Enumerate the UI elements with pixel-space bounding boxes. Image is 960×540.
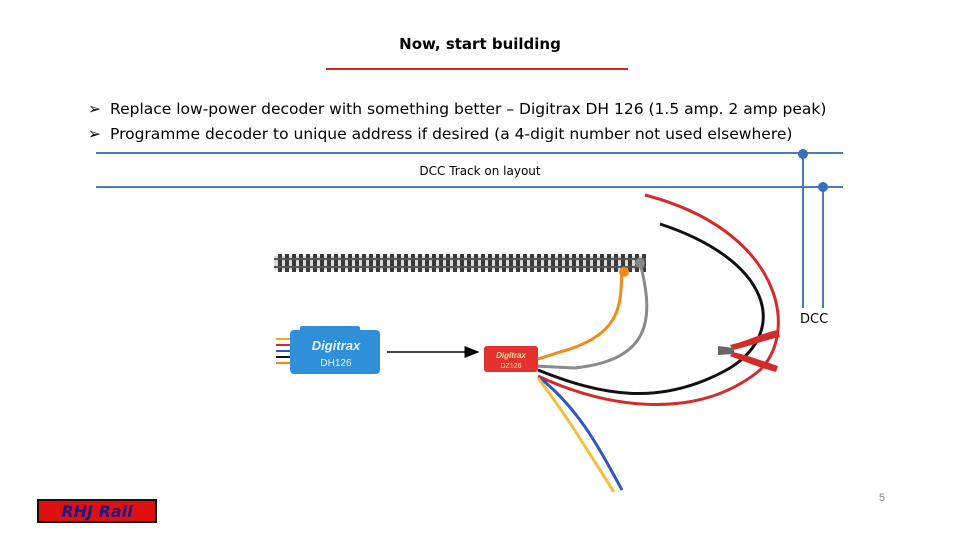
slide-title: Now, start building (399, 35, 561, 53)
arrow-bullet-icon: ➢ (88, 125, 101, 143)
track-sleeper (404, 254, 408, 272)
orange-solder-point (619, 267, 629, 277)
grey-track-wire (534, 262, 649, 370)
track-sleeper (425, 254, 429, 272)
blue-wire (539, 376, 624, 491)
track-sleeper (285, 254, 289, 272)
track-sleeper (628, 254, 632, 272)
track-sleeper (523, 254, 527, 272)
track-sleeper (439, 254, 443, 272)
track-connection-dot (818, 182, 828, 192)
track-sleeper (579, 254, 583, 272)
black-wire (537, 222, 765, 396)
track-sleeper (593, 254, 597, 272)
track-sleeper (453, 254, 457, 272)
track-sleeper (376, 254, 380, 272)
yellow-wire (536, 377, 616, 493)
bullet-item: ➢ Programme decoder to unique address if … (88, 122, 826, 147)
track-piece (274, 254, 646, 272)
track-sleeper (292, 254, 296, 272)
track-sleeper (495, 254, 499, 272)
blue-decoder-brand: Digitrax (312, 338, 361, 353)
track-sleeper (558, 254, 562, 272)
track-rail-lower (96, 186, 843, 188)
track-sleeper (299, 254, 303, 272)
track-sleeper (467, 254, 471, 272)
bullet-text: Programme decoder to unique address if d… (110, 125, 793, 143)
track-sleeper (362, 254, 366, 272)
track-sleeper (544, 254, 548, 272)
track-sleeper (474, 254, 478, 272)
track-sleeper (572, 254, 576, 272)
bullet-list: ➢ Replace low-power decoder with somethin… (88, 97, 826, 147)
track-sleeper (530, 254, 534, 272)
track-sleeper (621, 254, 625, 272)
bullet-text: Replace low-power decoder with something… (110, 100, 827, 118)
wire-cutters-icon (718, 330, 780, 372)
track-sleeper (327, 254, 331, 272)
track-sleeper (488, 254, 492, 272)
track-sleeper (551, 254, 555, 272)
track-sleeper (600, 254, 604, 272)
red-decoder: Digitrax DZ126 (484, 346, 538, 372)
title-underline (326, 68, 628, 70)
track-sleeper (481, 254, 485, 272)
track-sleeper (355, 254, 359, 272)
blue-decoder: Digitrax DH126 (276, 326, 380, 374)
track-sleeper (614, 254, 618, 272)
track-sleeper (369, 254, 373, 272)
rhj-rail-logo: RHJ Rail (37, 499, 157, 523)
track-sleeper (334, 254, 338, 272)
blue-decoder-model: DH126 (320, 358, 352, 369)
track-sleeper (313, 254, 317, 272)
page-number: 5 (879, 492, 886, 504)
track-sleeper (516, 254, 520, 272)
dcc-label: DCC (800, 312, 829, 327)
track-sleeper (460, 254, 464, 272)
track-sleeper (607, 254, 611, 272)
red-wire (537, 193, 780, 406)
track-rail-upper (96, 152, 843, 154)
track-sleeper (341, 254, 345, 272)
track-sleeper (320, 254, 324, 272)
track-sleeper (446, 254, 450, 272)
track-sleeper (509, 254, 513, 272)
arrow-bullet-icon: ➢ (88, 100, 101, 118)
track-sleeper (502, 254, 506, 272)
track-sleeper (418, 254, 422, 272)
track-sleeper (348, 254, 352, 272)
track-sleeper (383, 254, 387, 272)
red-decoder-model: DZ126 (500, 363, 521, 370)
bullet-item: ➢ Replace low-power decoder with somethin… (88, 97, 826, 122)
track-sleeper (278, 254, 282, 272)
track-label: DCC Track on layout (419, 164, 541, 178)
track-sleeper (411, 254, 415, 272)
track-sleeper (397, 254, 401, 272)
track-sleeper (306, 254, 310, 272)
red-decoder-brand: Digitrax (496, 351, 526, 360)
track-sleeper (537, 254, 541, 272)
orange-track-wire (534, 272, 624, 362)
track-sleeper (432, 254, 436, 272)
track-sleeper (390, 254, 394, 272)
track-sleeper (565, 254, 569, 272)
track-connection-dot (798, 149, 808, 159)
track-sleeper (586, 254, 590, 272)
grey-solder-point (635, 258, 645, 268)
